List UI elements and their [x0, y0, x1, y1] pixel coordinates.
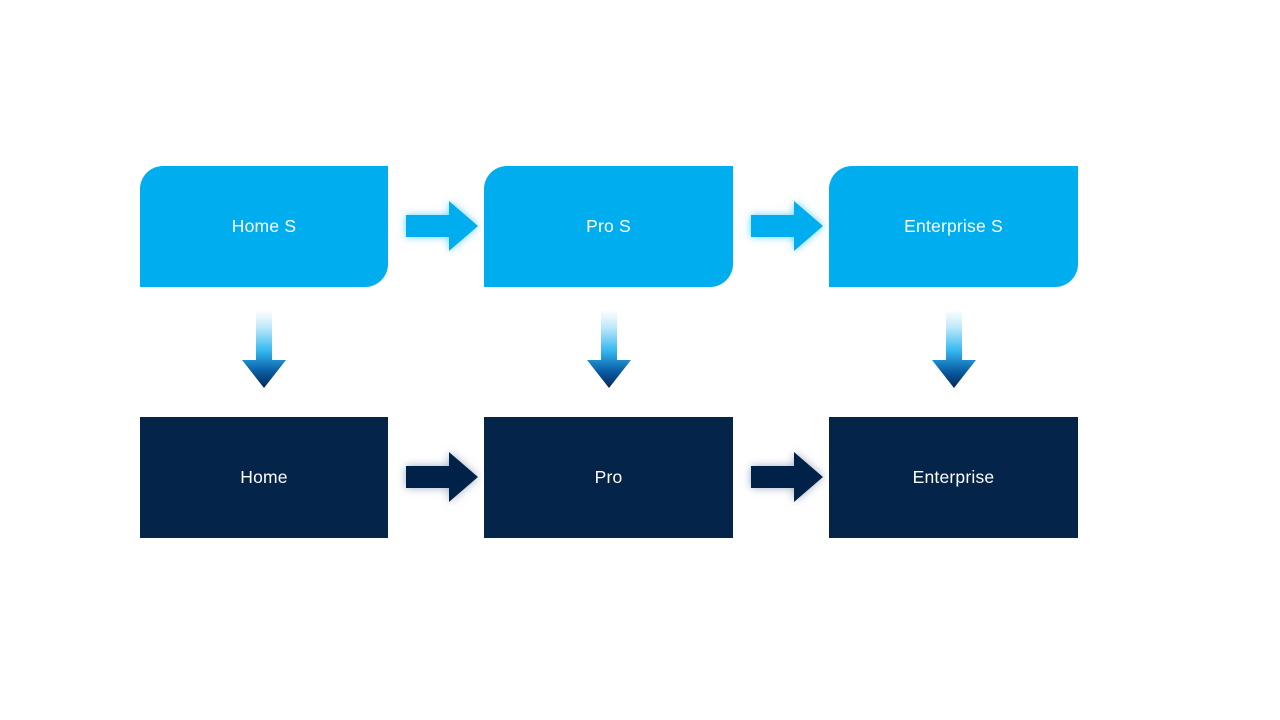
arrow-right-icon-home-to-pro — [404, 449, 480, 505]
node-home[interactable]: Home — [140, 417, 388, 538]
arrow-right-icon-pro-to-enterprise — [749, 449, 825, 505]
arrow-right-icon-pro-s-to-enterprise-s — [749, 198, 825, 254]
node-label: Pro — [594, 466, 623, 487]
arrow-right-icon-home-s-to-pro-s — [404, 198, 480, 254]
arrow-down-icon-home-s-to-home — [234, 310, 294, 390]
node-label: Home — [240, 466, 288, 487]
node-pro[interactable]: Pro — [484, 417, 733, 538]
node-label: Enterprise S — [904, 215, 1003, 236]
node-enterprise[interactable]: Enterprise — [829, 417, 1078, 538]
node-pro-s[interactable]: Pro S — [484, 166, 733, 287]
node-home-s[interactable]: Home S — [140, 166, 388, 287]
node-label: Enterprise — [912, 466, 995, 487]
node-enterprise-s[interactable]: Enterprise S — [829, 166, 1078, 287]
arrow-down-icon-enterprise-s-to-enterprise — [924, 310, 984, 390]
arrow-down-icon-pro-s-to-pro — [579, 310, 639, 390]
node-label: Pro S — [586, 215, 631, 236]
node-label: Home S — [231, 215, 297, 236]
